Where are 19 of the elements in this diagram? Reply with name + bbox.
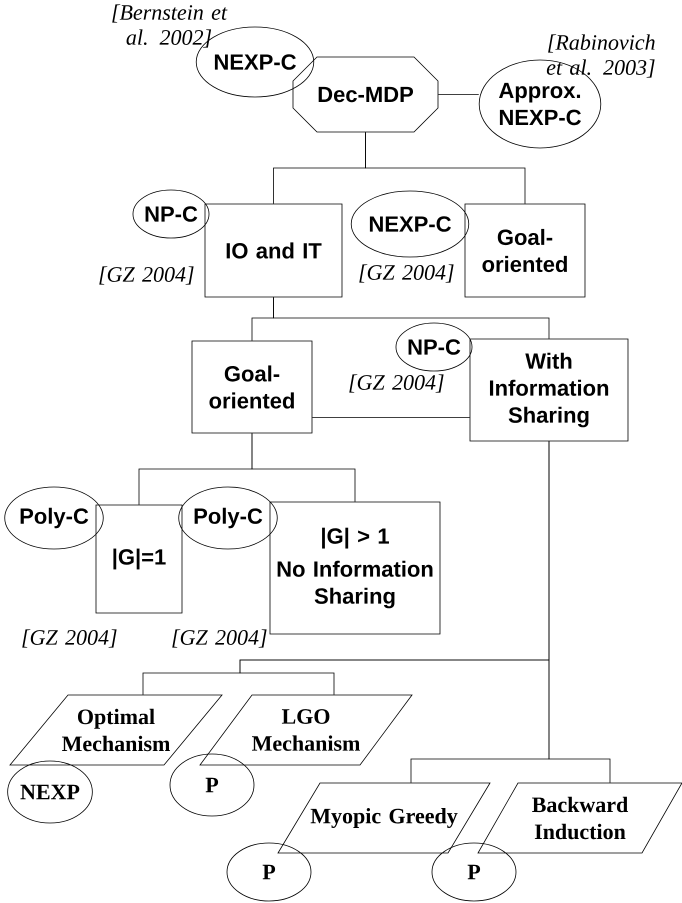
citation: [GZ 2004] — [22, 629, 117, 648]
citation: [GZ 2004] — [349, 374, 444, 393]
category-box: Goal-oriented — [192, 340, 312, 434]
category-box: IO and IT — [204, 204, 342, 298]
connector-line — [273, 297, 550, 339]
citation: [Bernstein et al. 2002] — [112, 4, 228, 48]
category-box: |G| > 1 No Information Sharing — [270, 502, 440, 634]
category-box: Goal-oriented — [464, 204, 586, 298]
category-box: With Information Sharing — [470, 338, 628, 442]
citation: [GZ 2004] — [99, 266, 194, 285]
connector-line — [252, 433, 356, 502]
citation: [Rabinovich et al. 2003] — [546, 34, 655, 78]
connector-line — [312, 417, 470, 418]
citation: [GZ 2004] — [172, 629, 267, 648]
connector-line — [438, 94, 480, 95]
connector-line — [548, 441, 610, 783]
category-box: |G|=1 — [96, 504, 182, 614]
connector-line — [365, 132, 526, 204]
citation: [GZ 2004] — [359, 264, 454, 283]
